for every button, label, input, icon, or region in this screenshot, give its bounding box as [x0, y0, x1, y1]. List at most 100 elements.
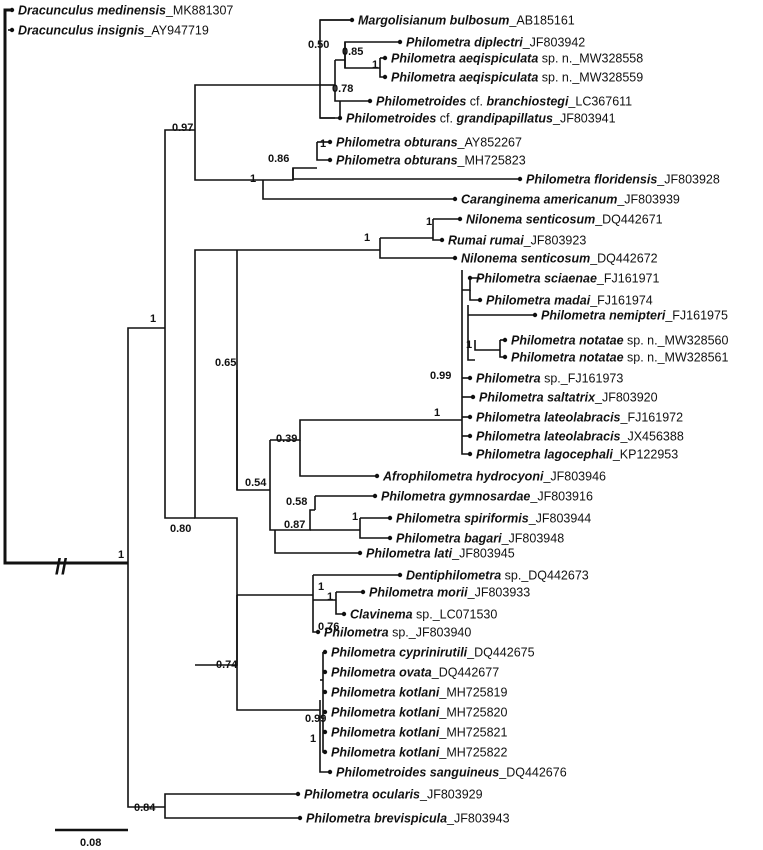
taxon-labels: Dracunculus medinensis_MK881307Dracuncul…	[18, 4, 729, 826]
taxon-label-pobt1: Philometra obturans_AY852267	[336, 136, 522, 150]
tip-node-dmed	[9, 7, 15, 13]
tip-node-nsen1	[457, 216, 463, 222]
taxon-label-nsen1: Nilonema senticosum_DQ442671	[466, 213, 663, 227]
tip-node-psal	[470, 394, 476, 400]
tip-node-dins	[9, 27, 15, 33]
tip-node-pobt1	[327, 139, 333, 145]
taxon-label-nsen2: Nilonema senticosum_DQ442672	[461, 252, 658, 266]
taxon-label-mbul: Margolisianum bulbosum_AB185161	[358, 14, 575, 28]
tree-branches	[3, 8, 535, 819]
tip-node-plat1	[467, 414, 473, 420]
tip-node-came	[452, 196, 458, 202]
support-value: 0.39	[276, 433, 297, 445]
taxon-label-csp: Clavinema sp._LC071530	[350, 608, 497, 622]
root-break-mark: //	[55, 554, 67, 579]
taxon-label-pmor: Philometra morii_JF803933	[369, 586, 530, 600]
tip-node-ahyd	[374, 473, 380, 479]
support-value: 0.58	[286, 496, 307, 508]
tip-node-pflo	[517, 176, 523, 182]
taxon-label-ahyd: Afrophilometra hydrocyoni_JF803946	[382, 470, 606, 484]
support-value: 1	[318, 581, 324, 593]
tree-tips	[9, 7, 538, 821]
taxon-label-pflo: Philometra floridensis_JF803928	[526, 173, 720, 187]
taxon-label-rrum: Rumai rumai_JF803923	[448, 234, 586, 248]
scale-bar-label: 0.08	[80, 837, 101, 849]
taxon-label-pkot3: Philometra kotlani_MH725821	[331, 726, 508, 740]
taxon-label-pgra: Philometroides cf. grandipapillatus_JF80…	[346, 112, 616, 126]
taxon-label-pkot1: Philometra kotlani_MH725819	[331, 686, 508, 700]
support-value: 0.86	[268, 153, 289, 165]
support-value: 1	[372, 59, 378, 71]
taxon-label-came: Caranginema americanum_JF803939	[461, 193, 680, 207]
tip-node-plat2	[467, 433, 473, 439]
support-value: 0.84	[134, 802, 156, 814]
taxon-label-pova: Philometra ovata_DQ442677	[331, 666, 499, 680]
tip-node-pkot3	[322, 729, 328, 735]
support-value: 0.97	[172, 122, 193, 134]
taxon-label-pnot1: Philometra notatae sp. n._MW328560	[511, 334, 729, 348]
tip-node-dsp	[397, 572, 403, 578]
taxon-label-pnem: Philometra nemipteri_FJ161975	[541, 309, 728, 323]
tip-node-psp2	[315, 629, 321, 635]
support-value: 0.87	[284, 519, 305, 531]
tip-node-pgym	[372, 493, 378, 499]
support-value: 0.74	[216, 659, 238, 671]
tip-node-pobt2	[327, 157, 333, 163]
taxon-label-dins: Dracunculus insignis_AY947719	[18, 24, 209, 38]
tip-node-pnem	[532, 312, 538, 318]
support-value: 0.50	[308, 39, 329, 51]
taxon-label-pcyp: Philometra cyprinirutili_DQ442675	[331, 646, 535, 660]
support-value: 1	[434, 407, 440, 419]
support-value: 0.99	[305, 713, 326, 725]
taxon-label-dmed: Dracunculus medinensis_MK881307	[18, 4, 233, 18]
tip-node-pmad	[477, 297, 483, 303]
tip-node-pbra	[367, 98, 373, 104]
taxon-label-plat1: Philometra lateolabracis_FJ161972	[476, 411, 683, 425]
taxon-label-plti: Philometra lati_JF803945	[366, 547, 515, 561]
tip-node-pcyp	[322, 649, 328, 655]
support-value: 0.85	[342, 46, 363, 58]
support-value: 0.99	[430, 370, 451, 382]
tip-node-rrum	[439, 237, 445, 243]
taxon-label-paeq1: Philometra aeqispiculata sp. n._MW328558	[391, 52, 643, 66]
support-value: 1	[327, 591, 333, 603]
taxon-label-pspi: Philometra spiriformis_JF803944	[396, 512, 591, 526]
taxon-label-dsp: Dentiphilometra sp._DQ442673	[406, 569, 589, 583]
tip-node-nsen2	[452, 255, 458, 261]
taxon-label-pobt2: Philometra obturans_MH725823	[336, 154, 526, 168]
support-value: 0.65	[215, 357, 236, 369]
tip-node-paeq2	[382, 74, 388, 80]
taxon-label-pmad: Philometra madai_FJ161974	[486, 294, 653, 308]
taxon-label-pocu: Philometra ocularis_JF803929	[304, 788, 483, 802]
taxon-label-paeq2: Philometra aeqispiculata sp. n._MW328559	[391, 71, 643, 85]
support-value: 0.78	[332, 83, 353, 95]
tip-node-pspi	[387, 515, 393, 521]
support-value: 0.76	[318, 621, 339, 633]
taxon-label-pnot2: Philometra notatae sp. n._MW328561	[511, 351, 729, 365]
support-value: 0.80	[170, 523, 191, 535]
tip-node-pkot4	[322, 749, 328, 755]
tip-node-pnot2	[502, 354, 508, 360]
tip-node-pbag	[387, 535, 393, 541]
tip-node-pmor	[360, 589, 366, 595]
taxon-label-psal: Philometra saltatrix_JF803920	[479, 391, 658, 405]
tip-node-psp1	[467, 375, 473, 381]
tip-node-pdip	[397, 39, 403, 45]
taxon-label-pdip: Philometra diplectri_JF803942	[406, 36, 585, 50]
tip-node-pgra	[337, 115, 343, 121]
support-value: 1	[466, 339, 472, 351]
support-value: 1	[320, 138, 326, 150]
taxon-label-pbag: Philometra bagari_JF803948	[396, 532, 564, 546]
taxon-label-pkot2: Philometra kotlani_MH725820	[331, 706, 508, 720]
taxon-label-pbre: Philometra brevispicula_JF803943	[306, 812, 510, 826]
taxon-label-pbra: Philometroides cf. branchiostegi_LC36761…	[376, 95, 632, 109]
taxon-label-psp1: Philometra sp._FJ161973	[476, 372, 623, 386]
tip-node-plti	[357, 550, 363, 556]
tip-node-mbul	[349, 17, 355, 23]
taxon-label-psci: Philometra sciaenae_FJ161971	[476, 272, 660, 286]
tip-node-psan	[327, 769, 333, 775]
tip-node-pocu	[295, 791, 301, 797]
taxon-label-pkot4: Philometra kotlani_MH725822	[331, 746, 508, 760]
taxon-label-plag: Philometra lagocephali_KP122953	[476, 448, 678, 462]
